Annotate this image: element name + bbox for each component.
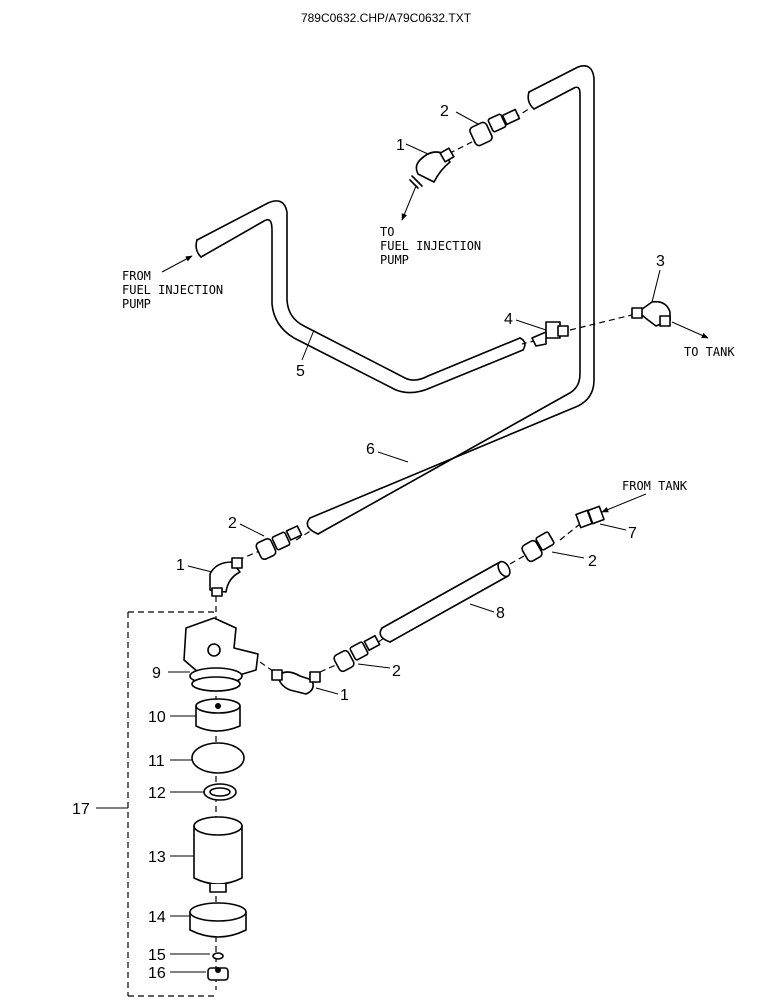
retaining-nut-14 [189, 902, 247, 938]
file-reference: 789C0632.CHP/A79C0632.TXT [301, 11, 472, 25]
callout-2: 2 [588, 553, 597, 570]
callout-4: 4 [504, 311, 513, 328]
callout-9: 9 [152, 665, 161, 682]
callout-12: 12 [148, 785, 166, 802]
connector-fitting-7 [575, 505, 605, 529]
connector-fitting-2-right [521, 531, 555, 563]
filter-cup-10 [195, 698, 241, 732]
drain-plug-16 [207, 967, 229, 981]
callout-15: 15 [148, 947, 166, 964]
label-to-tank: TO TANK [684, 345, 735, 359]
callout-1: 1 [396, 137, 405, 154]
callout-17: 17 [72, 801, 90, 818]
svg-text:FUEL INJECTION: FUEL INJECTION [122, 283, 223, 297]
svg-text:FUEL INJECTION: FUEL INJECTION [380, 239, 481, 253]
filter-head-9 [183, 617, 259, 692]
callout-16: 16 [148, 965, 166, 982]
callout-13: 13 [148, 849, 166, 866]
callout-5: 5 [296, 363, 305, 380]
o-ring-15 [212, 952, 224, 960]
callout-10: 10 [148, 709, 166, 726]
callout-7: 7 [628, 525, 637, 542]
connector-fitting-2-mid [255, 525, 303, 561]
callout-leaders [96, 111, 661, 973]
elbow-fitting-3 [631, 300, 671, 327]
callout-2: 2 [392, 663, 401, 680]
gasket-11 [191, 742, 245, 774]
callout-11: 11 [148, 753, 165, 770]
elbow-fitting-1-mid [209, 557, 243, 597]
filter-element-13 [193, 816, 243, 893]
return-tube-5 [195, 200, 526, 394]
fuel-tube-8 [379, 560, 511, 643]
callout-1: 1 [176, 557, 185, 574]
flow-arrows [161, 185, 709, 513]
connector-fitting-4 [531, 321, 569, 347]
seal-ring-12 [203, 783, 237, 801]
callout-8: 8 [496, 605, 505, 622]
callout-3: 3 [656, 253, 665, 270]
svg-text:PUMP: PUMP [122, 297, 151, 311]
callout-14: 14 [148, 909, 166, 926]
callout-numbers: 1 2 3 4 5 6 2 1 7 2 8 2 1 9 10 11 12 13 … [72, 103, 665, 982]
label-from-fuel-injection-pump: FROM FUEL INJECTION PUMP [122, 269, 223, 311]
connector-fitting-2-low [333, 634, 381, 673]
callout-1: 1 [340, 687, 349, 704]
label-from-tank: FROM TANK [622, 479, 688, 493]
label-to-fuel-injection-pump: TO FUEL INJECTION PUMP [380, 225, 481, 267]
callout-6: 6 [366, 441, 375, 458]
elbow-fitting-1-top [409, 147, 455, 189]
connector-fitting-2-top [469, 108, 521, 147]
svg-text:FROM: FROM [122, 269, 151, 283]
callout-2: 2 [440, 103, 449, 120]
callout-2: 2 [228, 515, 237, 532]
elbow-fitting-1-low [271, 669, 321, 695]
svg-text:TO: TO [380, 225, 394, 239]
svg-text:PUMP: PUMP [380, 253, 409, 267]
return-tube-6 [306, 65, 595, 535]
